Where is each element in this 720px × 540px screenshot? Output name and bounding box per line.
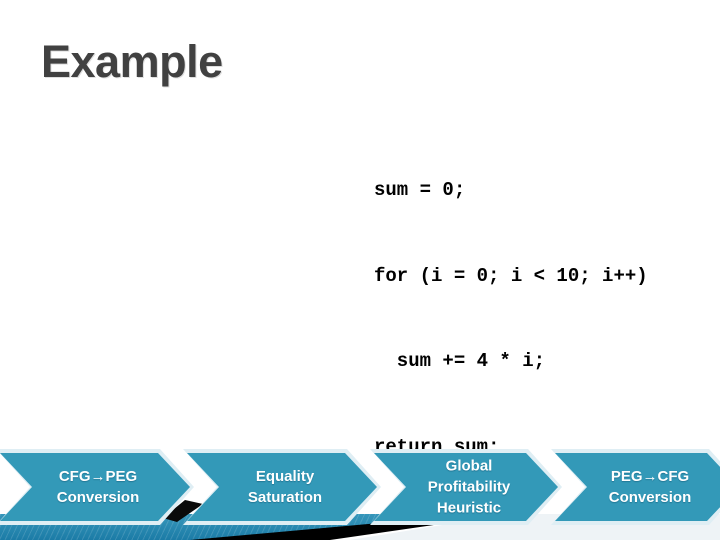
code-line: sum = 0; [374,179,466,201]
code-line: sum += 4 * i; [374,350,546,372]
code-line: for (i = 0; i < 10; i++) [374,264,648,287]
page-title: Example [41,36,223,87]
